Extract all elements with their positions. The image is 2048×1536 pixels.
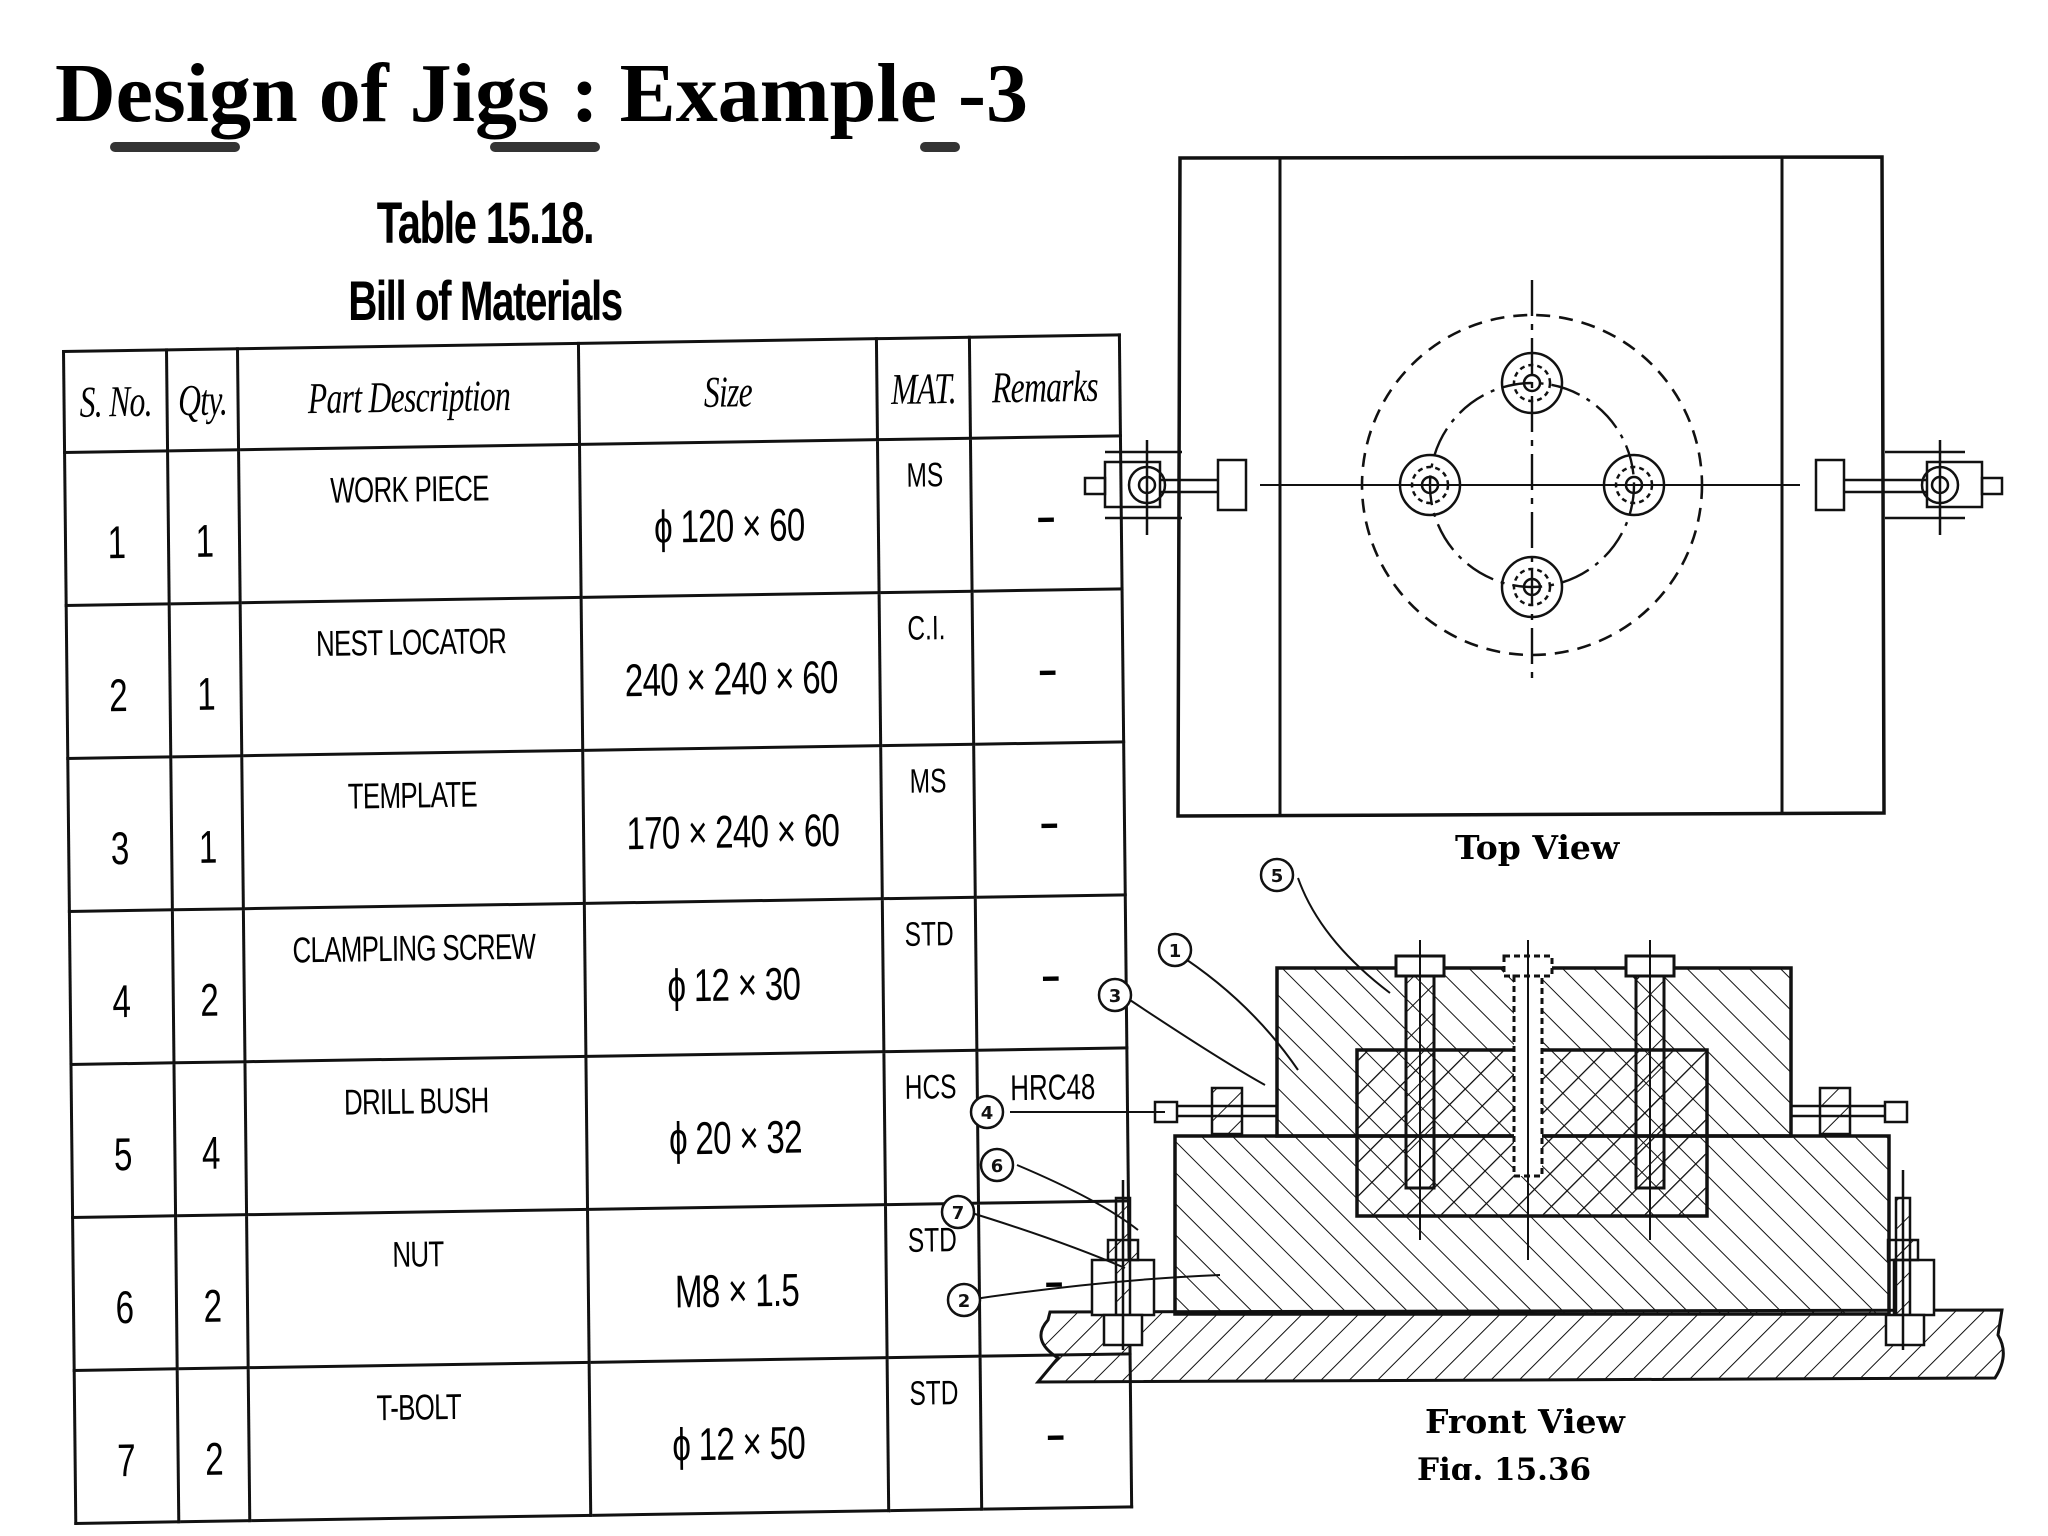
- cell-description: TEMPLATE: [242, 750, 584, 909]
- column-header-description: Part Description: [237, 343, 580, 450]
- cell-qty: 2: [175, 1214, 249, 1369]
- cell-sno: 2: [66, 603, 172, 759]
- cell-description: CLAMPLING SCREW: [243, 903, 586, 1062]
- svg-text:2: 2: [958, 1291, 971, 1312]
- svg-text:6: 6: [991, 1156, 1004, 1177]
- cell-sno: 1: [64, 450, 170, 606]
- svg-text:4: 4: [981, 1103, 994, 1124]
- balloon-6: [979, 1147, 1015, 1183]
- cell-qty: 1: [169, 602, 243, 757]
- table-title: Bill of Materials: [348, 269, 623, 332]
- figure-label: Fig. 15.36: [1417, 1452, 1592, 1480]
- cell-qty: 4: [174, 1061, 248, 1216]
- drill-bush-top: [1398, 351, 1666, 619]
- cell-description: DRILL BUSH: [245, 1056, 588, 1215]
- top-view: [1083, 155, 2004, 818]
- balloon-1: [1157, 932, 1193, 968]
- top-clamp-left: [1083, 440, 1248, 535]
- balloon-2: [946, 1282, 982, 1318]
- leader-lines: [961, 877, 1391, 1301]
- cell-description: WORK PIECE: [239, 444, 581, 603]
- bom-caption: Table 15.18. Bill of Materials: [60, 185, 910, 339]
- column-header-size: Size: [577, 338, 878, 445]
- cell-sno: 5: [70, 1062, 176, 1218]
- cell-size: 170 × 240 × 60: [582, 745, 883, 904]
- cell-size: ϕ 20 × 32: [585, 1051, 886, 1210]
- front-view: 5 1 3 4 6 7 2: [940, 857, 2005, 1384]
- cell-sno: 4: [69, 909, 175, 1065]
- cell-qty: 1: [167, 449, 241, 604]
- svg-text:7: 7: [952, 1203, 965, 1224]
- cell-sno: 7: [74, 1368, 180, 1524]
- cell-qty: 2: [177, 1367, 251, 1522]
- cell-qty: 2: [172, 908, 246, 1063]
- balloon-5: [1259, 857, 1295, 893]
- front-view-label: Front View: [1425, 1402, 1625, 1441]
- balloon-labels: 5 1 3 4 6 7 2: [952, 866, 1284, 1312]
- slide-title: Design of Jigs : Example -3: [55, 47, 1028, 140]
- cell-sno: 3: [67, 756, 173, 912]
- balloon-7: [940, 1194, 976, 1230]
- cell-description: NEST LOCATOR: [240, 597, 583, 756]
- jig-drawing-svg: 5 1 3 4 6 7 2: [940, 155, 2005, 1384]
- cell-description: NUT: [247, 1209, 589, 1368]
- cell-size: M8 × 1.5: [587, 1204, 888, 1363]
- svg-text:1: 1: [1169, 941, 1182, 962]
- part-balloons: [940, 857, 1295, 1318]
- cell-sno: 6: [72, 1215, 178, 1371]
- svg-text:5: 5: [1271, 866, 1284, 887]
- clamping-screw-right: [1791, 1086, 1909, 1136]
- cell-size: ϕ 120 × 60: [579, 439, 880, 598]
- cell-size: ϕ 12 × 30: [583, 898, 884, 1057]
- cell-size: 240 × 240 × 60: [580, 592, 881, 751]
- column-header-sno: S. No.: [63, 349, 168, 453]
- svg-text:3: 3: [1109, 986, 1122, 1007]
- top-view-label: Top View: [1455, 828, 1620, 867]
- cell-qty: 1: [171, 755, 244, 910]
- clamping-screw-left: [1153, 1086, 1277, 1136]
- t-bolt-right: [1884, 1170, 1936, 1350]
- t-bolt-left: [1090, 1180, 1156, 1350]
- table-number: Table 15.18.: [376, 191, 595, 256]
- balloon-3: [1097, 977, 1133, 1013]
- balloon-4: [969, 1094, 1005, 1130]
- jig-drawing: 5 1 3 4 6 7 2 Top View Front View Fig. 1…: [920, 140, 2040, 1530]
- column-header-qty: Qty.: [166, 348, 240, 451]
- cell-description: T-BOLT: [248, 1362, 591, 1521]
- scan-artifact-partial-text: [110, 138, 970, 160]
- bill-of-materials: Table 15.18. Bill of Materials S. No. Qt…: [60, 185, 1132, 1524]
- cell-size: ϕ 12 × 50: [588, 1357, 889, 1516]
- top-clamp-right: [1814, 440, 2004, 535]
